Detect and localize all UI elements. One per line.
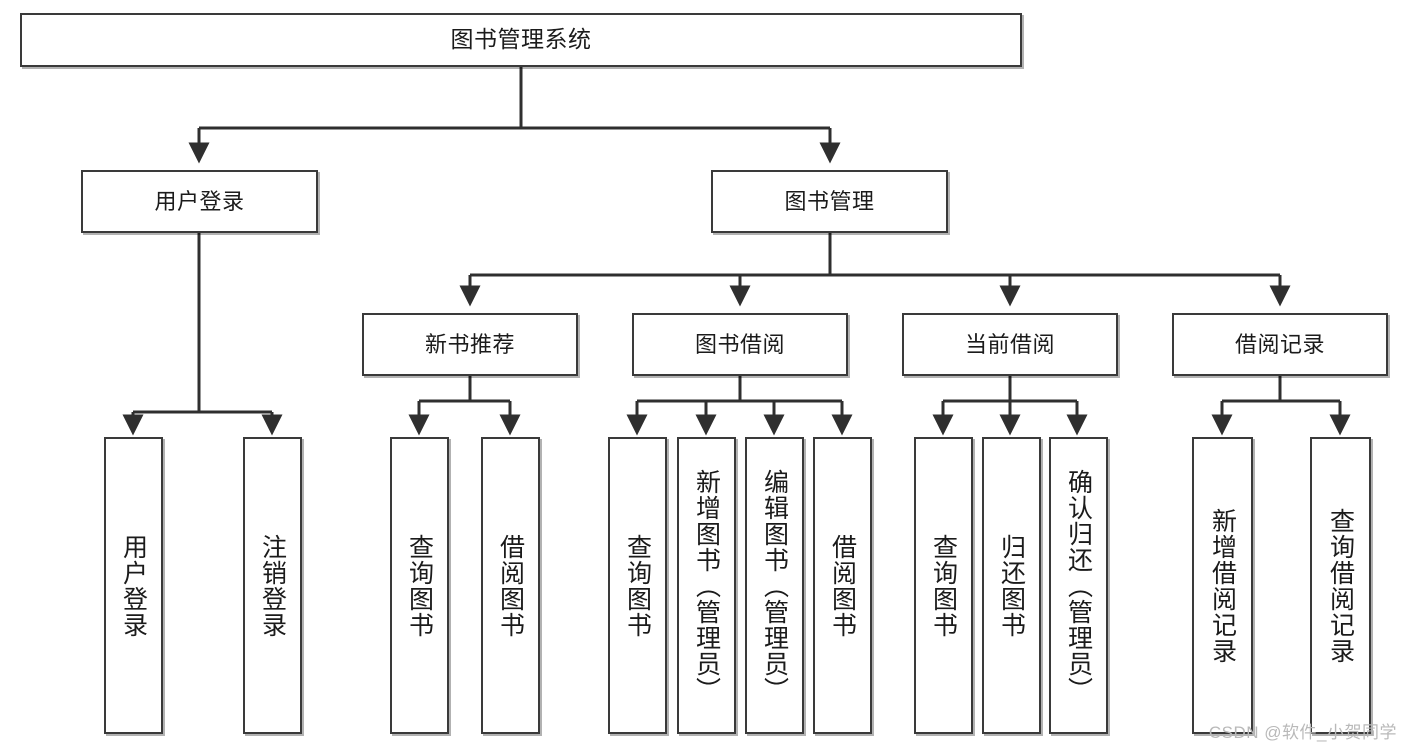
node-label: 借阅记录 bbox=[1234, 331, 1325, 357]
leaf-recommend-borrow-book[interactable]: 借阅图书 bbox=[481, 437, 540, 734]
node-label: 图书借阅 bbox=[694, 331, 785, 357]
leaf-record-query-borrow-record[interactable]: 查询借阅记录 bbox=[1310, 437, 1371, 734]
node-label: 注销登录 bbox=[258, 533, 287, 638]
leaf-borrow-edit-book-admin[interactable]: 编辑图书（管理员） bbox=[745, 437, 804, 734]
node-label: 查询图书 bbox=[405, 533, 434, 638]
node-new-book-recommend[interactable]: 新书推荐 bbox=[362, 313, 578, 376]
node-root-book-management-system[interactable]: 图书管理系统 bbox=[20, 13, 1022, 67]
node-label: 确认归还（管理员） bbox=[1064, 468, 1093, 703]
leaf-record-add-borrow-record[interactable]: 新增借阅记录 bbox=[1192, 437, 1253, 734]
node-label: 新增图书（管理员） bbox=[692, 468, 721, 703]
node-label: 用户登录 bbox=[119, 533, 148, 638]
node-label: 查询图书 bbox=[623, 533, 652, 638]
node-label: 查询图书 bbox=[929, 533, 958, 638]
leaf-user-logout[interactable]: 注销登录 bbox=[243, 437, 302, 734]
leaf-borrow-borrow-book[interactable]: 借阅图书 bbox=[813, 437, 872, 734]
node-book-management[interactable]: 图书管理 bbox=[711, 170, 948, 233]
node-label: 归还图书 bbox=[997, 533, 1026, 638]
csdn-watermark: CSDN @软件_小贺同学 bbox=[1208, 723, 1397, 742]
leaf-user-login[interactable]: 用户登录 bbox=[104, 437, 163, 734]
node-current-borrow[interactable]: 当前借阅 bbox=[902, 313, 1118, 376]
leaf-current-query-book[interactable]: 查询图书 bbox=[914, 437, 973, 734]
node-label: 新增借阅记录 bbox=[1208, 507, 1237, 664]
leaf-recommend-query-book[interactable]: 查询图书 bbox=[390, 437, 449, 734]
leaf-current-confirm-return-admin[interactable]: 确认归还（管理员） bbox=[1049, 437, 1108, 734]
node-label: 当前借阅 bbox=[964, 331, 1055, 357]
leaf-borrow-query-book[interactable]: 查询图书 bbox=[608, 437, 667, 734]
node-label: 新书推荐 bbox=[424, 331, 515, 357]
node-label: 编辑图书（管理员） bbox=[760, 468, 789, 703]
node-label: 图书管理系统 bbox=[450, 26, 592, 53]
node-label: 图书管理 bbox=[784, 188, 875, 214]
node-label: 借阅图书 bbox=[496, 533, 525, 638]
node-label: 用户登录 bbox=[154, 188, 245, 214]
leaf-current-return-book[interactable]: 归还图书 bbox=[982, 437, 1041, 734]
node-book-borrow[interactable]: 图书借阅 bbox=[632, 313, 848, 376]
leaf-borrow-add-book-admin[interactable]: 新增图书（管理员） bbox=[677, 437, 736, 734]
node-label: 借阅图书 bbox=[828, 533, 857, 638]
node-borrow-record[interactable]: 借阅记录 bbox=[1172, 313, 1388, 376]
node-label: 查询借阅记录 bbox=[1326, 507, 1355, 664]
node-user-login[interactable]: 用户登录 bbox=[81, 170, 318, 233]
